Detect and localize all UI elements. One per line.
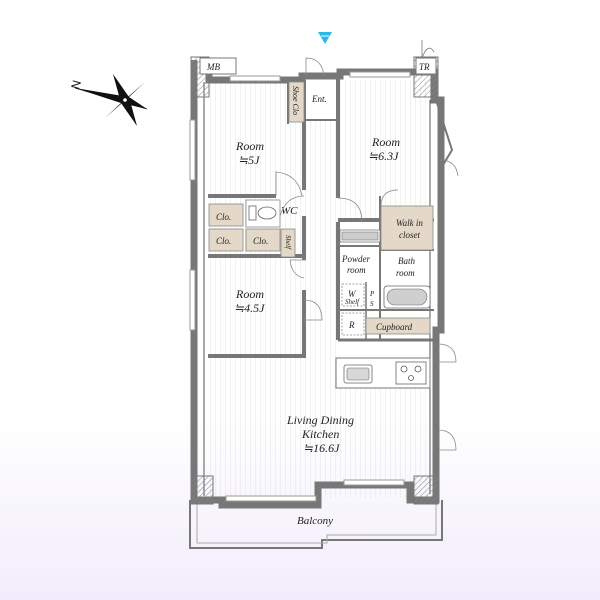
shelf-1: Shelf (280, 228, 296, 258)
powder-room: Powder room W Shelf (339, 229, 381, 307)
hall-door-swing (289, 259, 306, 279)
floor-fill (208, 80, 434, 498)
shoe-closet: Shoe Clo (288, 81, 305, 123)
closet-label-1: Clo. (216, 212, 231, 222)
bathtub-icon (383, 285, 431, 309)
entrance-label: Ent. (311, 94, 327, 104)
trunk-room: TR (415, 40, 437, 75)
pipe-space: P S (369, 290, 375, 308)
refrigerator-label: R (348, 320, 355, 330)
meter-box: MB (199, 57, 237, 75)
service-door-swing (437, 343, 457, 363)
bath-room-label-1: Bath (398, 256, 415, 266)
wc-label: WC (281, 205, 298, 217)
room-5j-name: Room (235, 139, 264, 153)
room-63j-door-swing (337, 197, 363, 223)
ldk-size: ≒16.6J (303, 441, 340, 455)
toilet-icon (248, 205, 277, 221)
shelf-label-2: Shelf (345, 298, 360, 306)
closet-label-2: Clo. (216, 236, 231, 246)
entrance-marker-icon (318, 32, 332, 44)
mb-label: MB (206, 62, 220, 72)
kitchen-counter (335, 357, 431, 389)
refrigerator: R (341, 312, 365, 336)
ldk-label-2: Kitchen (301, 427, 339, 441)
room-5j-door-swing (275, 171, 303, 197)
room-5j-size: ≒5J (238, 153, 260, 167)
room-63j-size: ≒6.3J (368, 149, 399, 163)
bath-room: Bath room (383, 256, 431, 309)
balcony (189, 500, 443, 549)
room-45j-door-swing (303, 299, 323, 321)
bay-wall (435, 99, 454, 171)
powder-room-label-1: Powder (341, 254, 370, 264)
wc: WC (245, 199, 298, 228)
compass-north-label: N (68, 79, 84, 91)
entrance-door-swing (305, 57, 325, 77)
tr-label: TR (419, 62, 430, 72)
cupboard-label: Cupboard (376, 322, 413, 332)
compass-rose-icon (74, 74, 148, 126)
bay-door-swing (439, 159, 459, 177)
closet-label-3: Clo. (253, 236, 268, 246)
closets: Clo. Clo. Clo. (208, 203, 281, 252)
ldk-label-1: Living Dining (286, 413, 354, 427)
shoe-closet-label: Shoe Clo (291, 86, 300, 115)
balcony-label: Balcony (297, 515, 333, 527)
walk-in-closet: Walk in closet (380, 189, 434, 251)
shelf-label-1: Shelf (284, 235, 292, 250)
room-45j-size: ≒4.5J (234, 301, 265, 315)
stove-icon (395, 361, 427, 385)
windows (189, 71, 411, 502)
ps-p-label: P (369, 290, 375, 298)
washer-label: W (348, 289, 357, 299)
walk-in-closet-label-2: closet (399, 230, 420, 240)
cupboard: Cupboard (365, 317, 431, 335)
room-45j-name: Room (235, 287, 264, 301)
ldk-side-door-swing (437, 429, 457, 451)
powder-room-label-2: room (347, 265, 366, 275)
ps-s-label: S (370, 300, 374, 308)
wc-door-swing (279, 195, 305, 217)
room-63j-name: Room (371, 135, 400, 149)
walk-in-closet-label-1: Walk in (396, 218, 423, 228)
sink-icon (343, 364, 373, 384)
bath-room-label-2: room (396, 268, 415, 278)
